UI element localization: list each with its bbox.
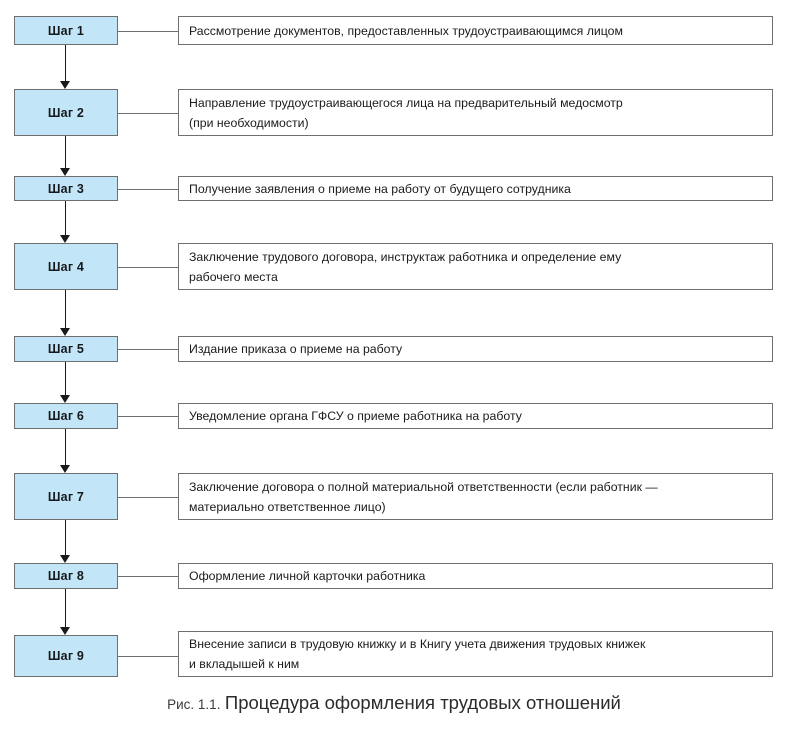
step-description-line: Издание приказа о приеме на работу — [189, 342, 403, 356]
step-label: Шаг 6 — [47, 409, 85, 423]
arrow-head-icon — [60, 81, 70, 89]
connector-horizontal-7 — [118, 497, 178, 498]
arrow-head-icon — [60, 395, 70, 403]
step-description-line: Заключение трудового договора, инструкта… — [189, 249, 622, 264]
connector-horizontal-4 — [118, 267, 178, 268]
step-description-line: рабочего места — [189, 269, 278, 284]
step-box-9[interactable]: Шаг 9 — [14, 635, 118, 677]
arrow-head-icon — [60, 555, 70, 563]
step-description-line: Внесение записи в трудовую книжку и в Кн… — [189, 637, 646, 651]
connector-arrow-7-to-8 — [65, 520, 67, 557]
connector-horizontal-1 — [118, 31, 178, 32]
step-box-1[interactable]: Шаг 1 — [14, 16, 118, 45]
step-description-box-1: Рассмотрение документов, предоставленных… — [178, 16, 773, 45]
connector-horizontal-6 — [118, 416, 178, 417]
connector-horizontal-8 — [118, 576, 178, 577]
step-box-7[interactable]: Шаг 7 — [14, 473, 118, 520]
step-description-line: Направление трудоустраивающегося лица на… — [189, 95, 623, 110]
step-description-line: Получение заявления о приеме на работу о… — [189, 181, 571, 196]
connector-horizontal-3 — [118, 189, 178, 190]
step-description-box-9: Внесение записи в трудовую книжку и в Кн… — [178, 631, 773, 677]
step-box-8[interactable]: Шаг 8 — [14, 563, 118, 589]
step-description-box-7: Заключение договора о полной материально… — [178, 473, 773, 520]
step-description-box-3: Получение заявления о приеме на работу о… — [178, 176, 773, 201]
step-description-box-4: Заключение трудового договора, инструкта… — [178, 243, 773, 290]
step-description-box-5: Издание приказа о приеме на работу — [178, 336, 773, 362]
arrow-head-icon — [60, 465, 70, 473]
step-box-5[interactable]: Шаг 5 — [14, 336, 118, 362]
step-description-line: Уведомление органа ГФСУ о приеме работни… — [189, 409, 522, 423]
figure-caption-title: Процедура оформления трудовых отношений — [224, 692, 621, 713]
connector-arrow-6-to-7 — [65, 429, 67, 467]
connector-arrow-5-to-6 — [65, 362, 67, 397]
arrow-head-icon — [60, 168, 70, 176]
figure-caption: Рис. 1.1. Процедура оформления трудовых … — [0, 692, 788, 714]
step-box-2[interactable]: Шаг 2 — [14, 89, 118, 136]
step-label: Шаг 5 — [47, 342, 85, 356]
step-description-line: Оформление личной карточки работника — [189, 569, 426, 583]
step-label: Шаг 1 — [47, 23, 85, 38]
connector-horizontal-5 — [118, 349, 178, 350]
step-description-line: Рассмотрение документов, предоставленных… — [189, 23, 623, 38]
step-box-4[interactable]: Шаг 4 — [14, 243, 118, 290]
arrow-head-icon — [60, 235, 70, 243]
connector-arrow-8-to-9 — [65, 589, 67, 629]
connector-arrow-4-to-5 — [65, 290, 67, 330]
step-description-line: и вкладышей к ним — [189, 657, 300, 671]
arrow-head-icon — [60, 328, 70, 336]
connector-horizontal-2 — [118, 113, 178, 114]
step-description-box-2: Направление трудоустраивающегося лица на… — [178, 89, 773, 136]
connector-arrow-2-to-3 — [65, 136, 67, 170]
step-description-box-6: Уведомление органа ГФСУ о приеме работни… — [178, 403, 773, 429]
step-description-line: материально ответственное лицо) — [189, 499, 386, 514]
step-description-line: Заключение договора о полной материально… — [189, 479, 658, 494]
step-label: Шаг 2 — [47, 105, 85, 120]
connector-horizontal-9 — [118, 656, 178, 657]
step-label: Шаг 8 — [47, 569, 85, 583]
step-label: Шаг 4 — [47, 259, 85, 274]
step-label: Шаг 3 — [47, 181, 85, 196]
step-label: Шаг 9 — [47, 649, 85, 663]
connector-arrow-3-to-4 — [65, 201, 67, 237]
connector-arrow-1-to-2 — [65, 45, 67, 83]
figure-caption-number: Рис. 1.1. — [167, 697, 221, 712]
flowchart-diagram: Шаг 1 Рассмотрение документов, предоставл… — [14, 16, 773, 677]
arrow-head-icon — [60, 627, 70, 635]
step-label: Шаг 7 — [47, 489, 85, 504]
step-description-line: (при необходимости) — [189, 115, 309, 130]
step-description-box-8: Оформление личной карточки работника — [178, 563, 773, 589]
step-box-6[interactable]: Шаг 6 — [14, 403, 118, 429]
step-box-3[interactable]: Шаг 3 — [14, 176, 118, 201]
